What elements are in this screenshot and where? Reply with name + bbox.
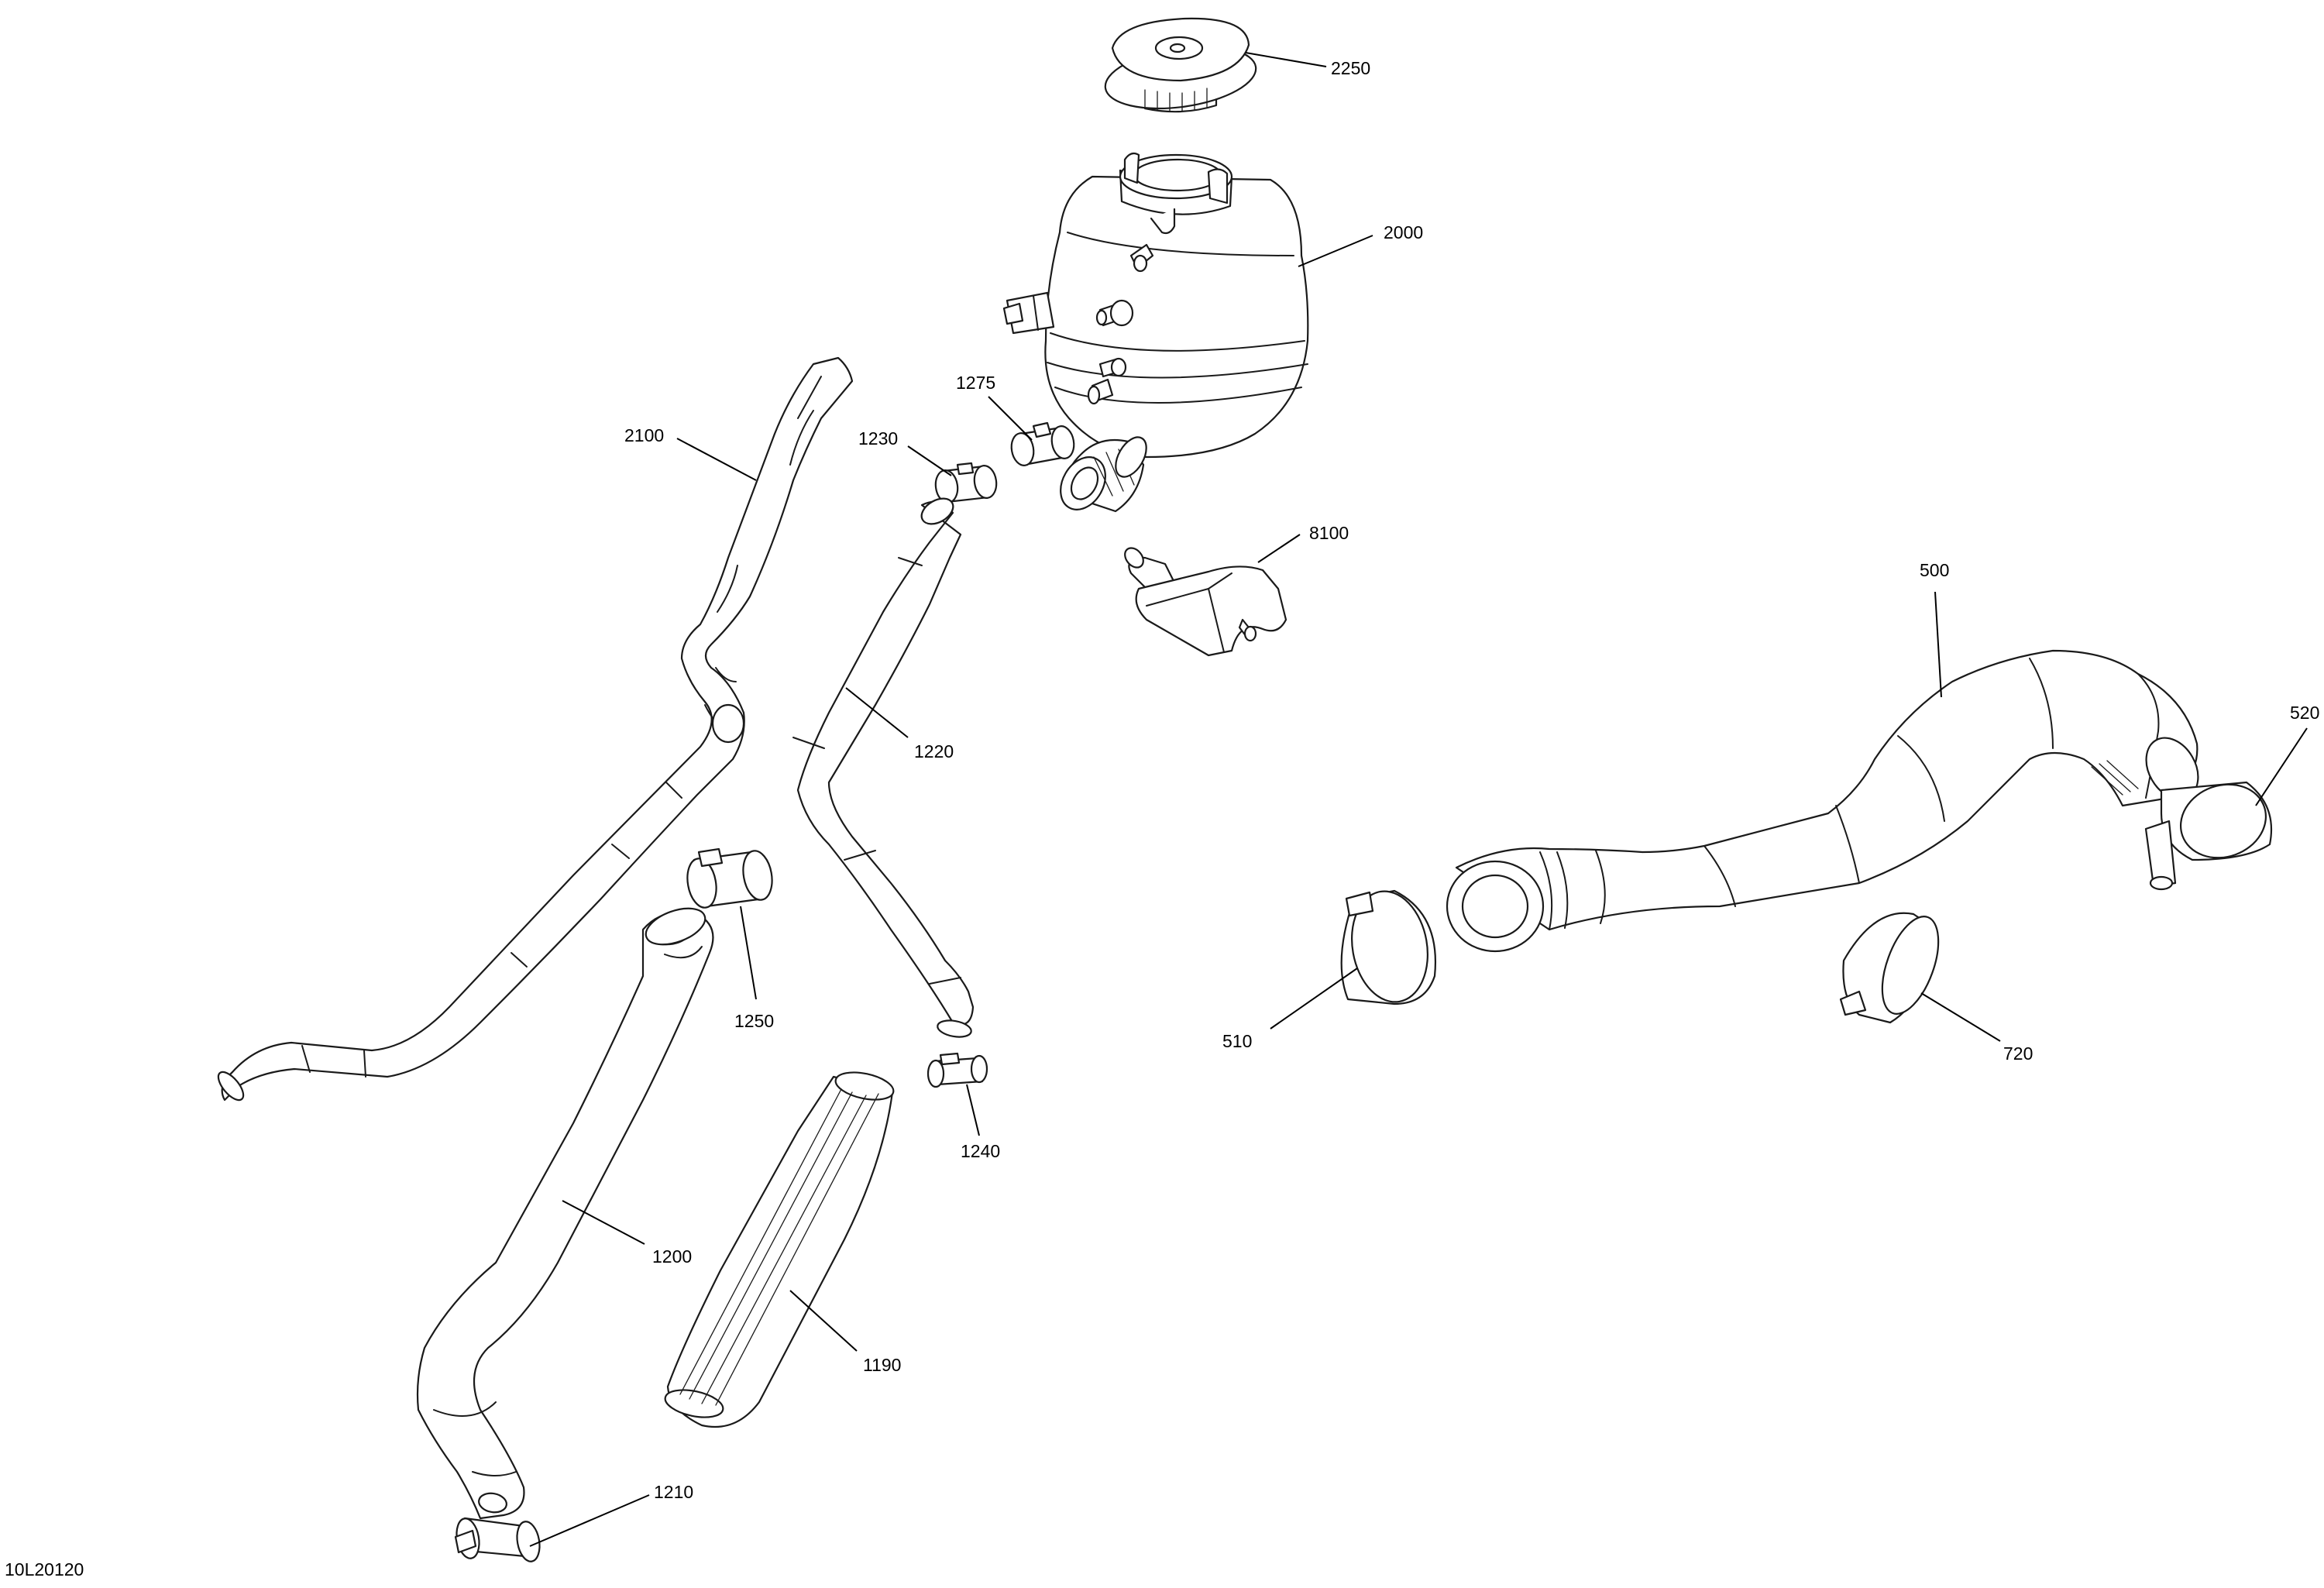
sensor-8100-part — [1124, 547, 1287, 657]
radiator-hose-500-part — [1446, 649, 2199, 953]
callout-1190: 1190 — [863, 1355, 901, 1375]
leader-2100 — [676, 438, 757, 481]
leader-lines — [529, 52, 2308, 1547]
callout-1210: 1210 — [654, 1482, 693, 1502]
callout-2250: 2250 — [1331, 58, 1370, 78]
callout-2000: 2000 — [1384, 222, 1423, 242]
callout-510: 510 — [1222, 1031, 1252, 1051]
callout-1275: 1275 — [956, 373, 995, 393]
pressure-cap-part — [1104, 17, 1257, 113]
drawing-id-label: 10L20120 — [5, 1559, 84, 1579]
leader-720 — [1920, 992, 2001, 1042]
callout-1230: 1230 — [858, 428, 898, 449]
leader-2000 — [1298, 235, 1373, 267]
callout-1240: 1240 — [961, 1141, 1000, 1161]
hose-2100-part — [217, 356, 854, 1102]
hose-1220-part — [792, 497, 975, 1038]
callout-500: 500 — [1920, 560, 1949, 580]
leader-8100 — [1257, 534, 1301, 563]
leader-510 — [1270, 968, 1358, 1029]
leader-1240 — [966, 1084, 980, 1136]
clamp-1230-part — [934, 462, 998, 504]
callout-520: 520 — [2290, 703, 2319, 723]
callout-720: 720 — [2003, 1043, 2033, 1064]
leader-520 — [2255, 727, 2308, 806]
clamp-510-part — [1340, 889, 1436, 1005]
callout-1200: 1200 — [652, 1246, 692, 1267]
callout-1220: 1220 — [914, 741, 954, 761]
clamp-1240-part — [927, 1052, 988, 1088]
callout-2100: 2100 — [624, 425, 664, 445]
callout-labels: 2250 2000 1275 1230 2100 8100 500 520 12… — [624, 58, 2319, 1502]
leader-1275 — [988, 396, 1033, 441]
leader-1190 — [789, 1290, 858, 1352]
coolant-tank-part — [1002, 152, 1309, 513]
clamp-1210-part — [454, 1517, 541, 1562]
clamp-720-part — [1839, 912, 1940, 1024]
leader-1230 — [907, 445, 952, 476]
sleeve-1190-part — [664, 1071, 895, 1428]
callout-8100: 8100 — [1309, 523, 1349, 543]
clamp-1250-part — [686, 847, 773, 909]
leader-500 — [1934, 591, 1942, 698]
leader-2250 — [1245, 52, 1327, 67]
leader-1250 — [740, 906, 757, 1000]
callout-1250: 1250 — [734, 1011, 774, 1031]
leader-1200 — [562, 1200, 645, 1245]
leader-1210 — [529, 1494, 650, 1547]
clamp-1275-part — [1010, 421, 1075, 466]
hose-1200-part — [416, 907, 714, 1520]
clamp-520-part — [2144, 781, 2273, 891]
leader-1220 — [845, 687, 909, 738]
